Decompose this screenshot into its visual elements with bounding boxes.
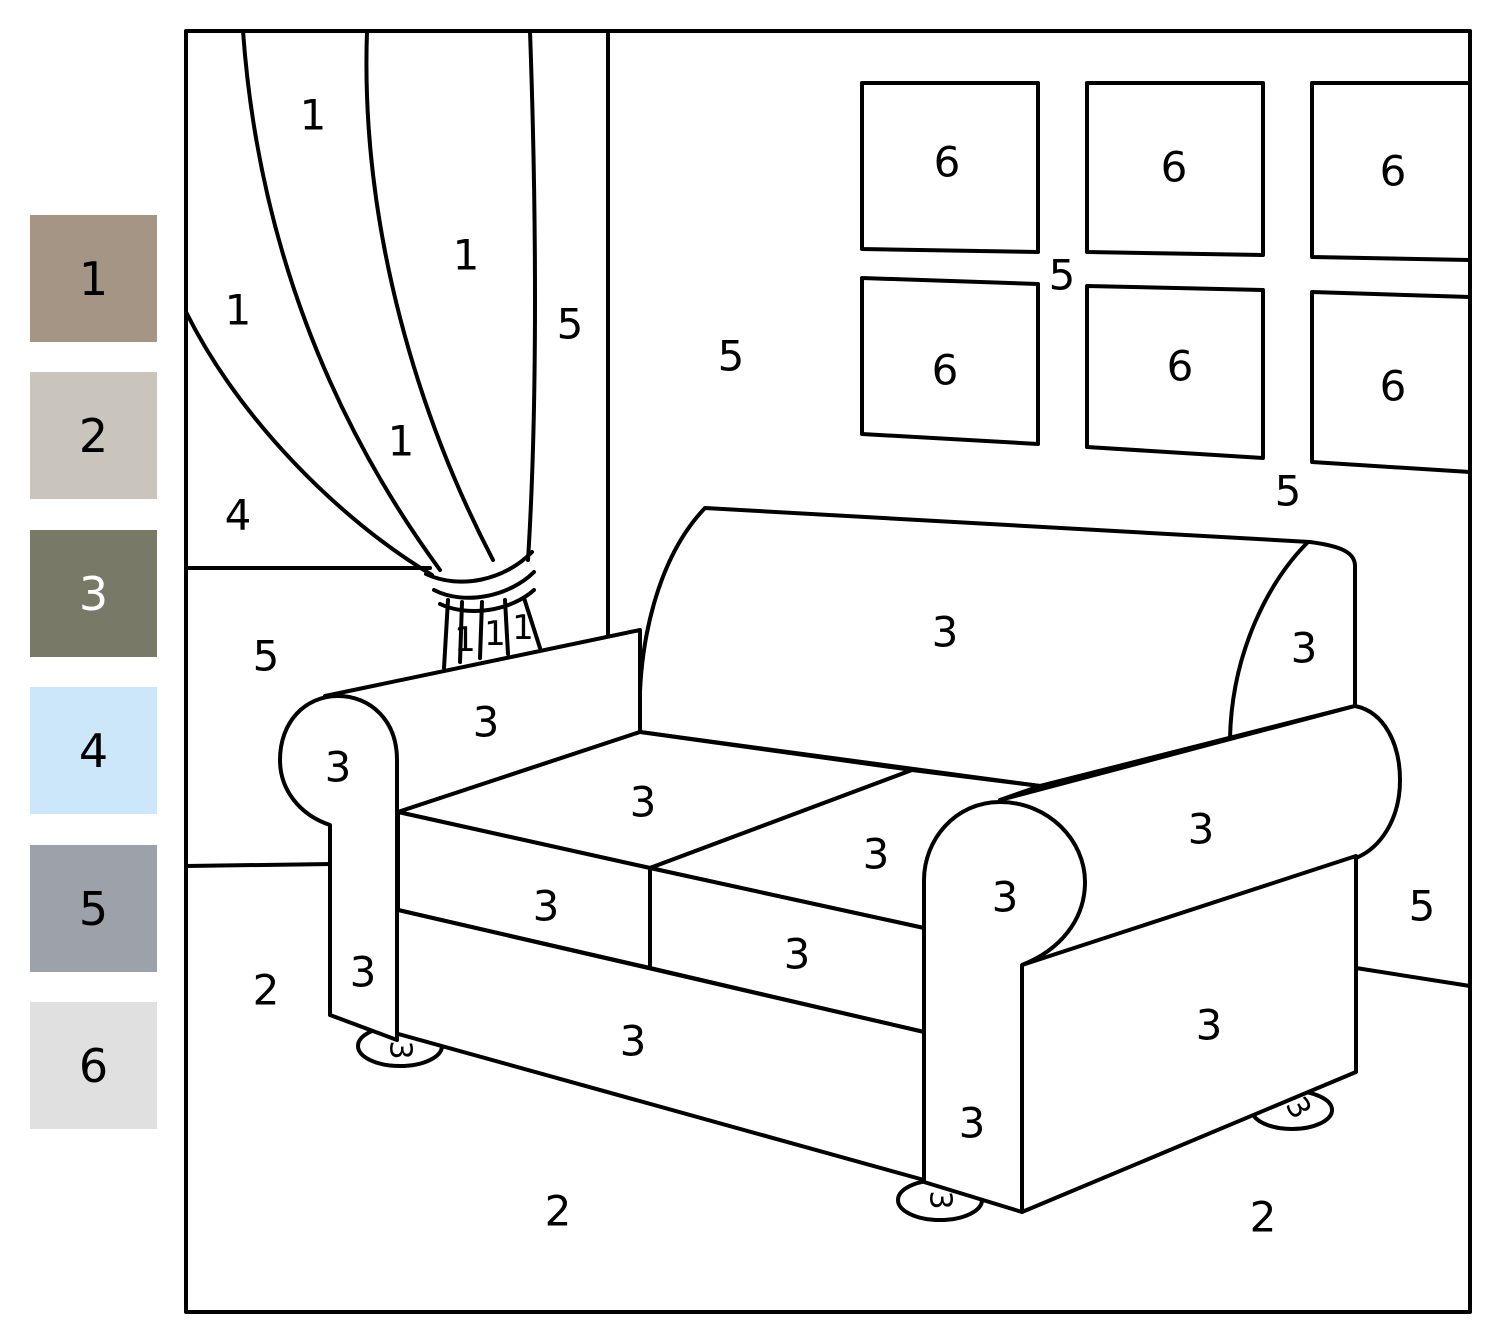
curtain-fold-line <box>241 29 442 572</box>
region-label: 5 <box>718 332 745 381</box>
region-label: 4 <box>225 491 252 540</box>
region-label: 2 <box>545 1187 572 1236</box>
region-label: 3 <box>1196 1001 1223 1050</box>
wall-panel-3 <box>1310 81 1472 262</box>
legend-number: 1 <box>78 251 109 306</box>
legend-swatch-1[interactable]: 1 <box>30 215 157 342</box>
region-label: 5 <box>1049 251 1076 300</box>
wall-panel-2 <box>1085 81 1265 257</box>
region-label: 6 <box>1380 147 1407 196</box>
sofa-backrest <box>637 506 1357 788</box>
region-label: 6 <box>1161 143 1188 192</box>
region-label: 3 <box>473 698 500 747</box>
region-label: 3 <box>325 743 352 792</box>
region-label: 3 <box>959 1099 986 1148</box>
legend-number: 3 <box>78 566 109 621</box>
region-label: 5 <box>557 300 584 349</box>
region-label: 5 <box>1275 467 1302 516</box>
region-label: 6 <box>1167 342 1194 391</box>
legend-swatch-6[interactable]: 6 <box>30 1002 157 1129</box>
region-label: 1 <box>453 231 480 280</box>
region-label: 3 <box>992 873 1019 922</box>
legend-swatch-5[interactable]: 5 <box>30 845 157 972</box>
region-label: 3 <box>383 1040 418 1059</box>
floor-line-left <box>184 862 334 868</box>
legend-number: 6 <box>78 1038 109 1093</box>
region-label: 1 <box>300 91 327 140</box>
curtain-tieback <box>438 588 536 614</box>
region-label: 5 <box>253 632 280 681</box>
picture-frame <box>184 29 1472 1314</box>
wall-panel-1 <box>860 81 1040 254</box>
region-label: 3 <box>1291 624 1318 673</box>
region-label: 3 <box>932 608 959 657</box>
wall-panel-4 <box>860 276 1040 446</box>
legend-number: 5 <box>78 881 109 936</box>
sofa-left-arm-front <box>278 694 399 1042</box>
floor-line-right <box>1354 966 1472 988</box>
sofa-right-arm-top <box>998 704 1402 962</box>
sofa-back-corner-line <box>1228 540 1310 740</box>
curtain-tieback <box>432 570 536 600</box>
legend-swatch-3[interactable]: 3 <box>30 530 157 657</box>
wall-panel-6 <box>1310 290 1472 474</box>
region-label: 5 <box>1409 882 1436 931</box>
legend-swatch-2[interactable]: 2 <box>30 372 157 499</box>
region-label: 6 <box>1380 362 1407 411</box>
region-label: 1 <box>388 417 415 466</box>
wall-panel-5 <box>1085 284 1265 460</box>
curtain-edge-line <box>184 310 434 577</box>
region-label: 1 <box>225 286 252 335</box>
region-label: 3 <box>1188 805 1215 854</box>
region-label: 3 <box>630 778 657 827</box>
region-label: 6 <box>932 346 959 395</box>
sofa-right-arm-front <box>922 800 1087 1214</box>
region-label: 1 <box>454 620 476 660</box>
region-label: 3 <box>620 1017 647 1066</box>
region-label: 2 <box>1250 1193 1277 1242</box>
region-label: 1 <box>512 608 534 648</box>
legend-number: 4 <box>78 723 109 778</box>
region-label: 3 <box>784 930 811 979</box>
region-label: 3 <box>923 1190 958 1209</box>
legend-swatch-4[interactable]: 4 <box>30 687 157 814</box>
region-label: 3 <box>350 948 377 997</box>
curtain-fold-line <box>526 29 537 562</box>
region-label: 3 <box>863 830 890 879</box>
region-label: 2 <box>253 966 280 1015</box>
region-label: 3 <box>533 882 560 931</box>
curtain-tassel <box>442 596 542 670</box>
legend-number: 2 <box>78 408 109 463</box>
region-label: 6 <box>934 138 961 187</box>
curtain-tieback <box>424 550 534 584</box>
curtain-fold-line <box>364 29 495 562</box>
region-label: 1 <box>484 614 506 654</box>
